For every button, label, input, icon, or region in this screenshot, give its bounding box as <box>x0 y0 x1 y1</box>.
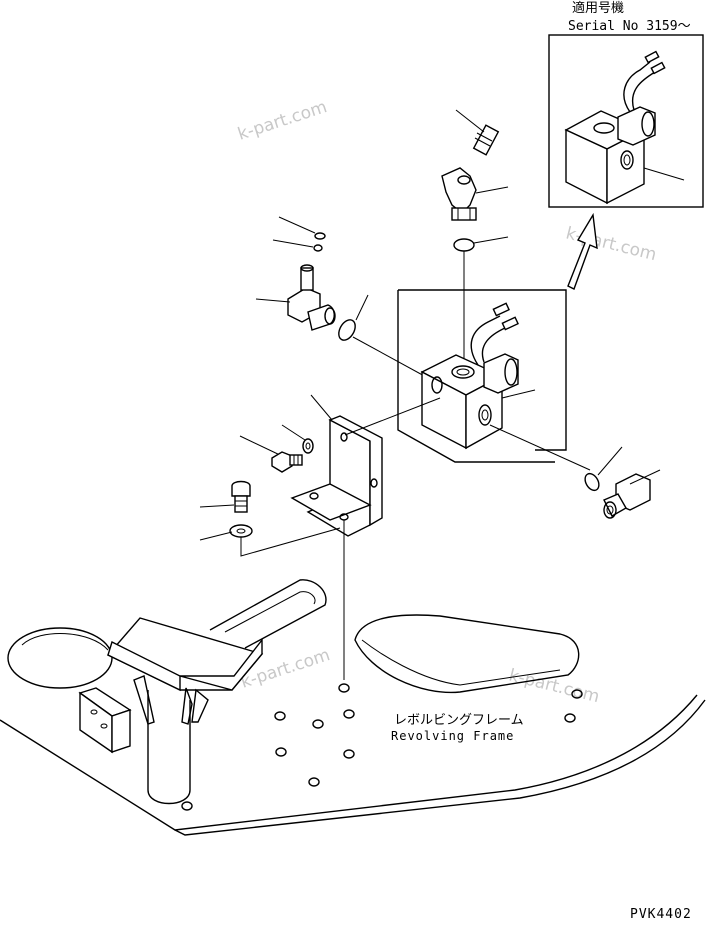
mounting-bracket <box>290 394 383 537</box>
group-frame-lower <box>397 290 555 463</box>
reference-arrow <box>567 212 598 290</box>
bolt-lower <box>199 480 253 541</box>
inset-box <box>548 34 704 208</box>
drawing-code: PVK4402 <box>630 907 692 921</box>
elbow-fitting-left <box>255 216 336 331</box>
serial-number-label: Serial No 3159～ <box>568 19 691 34</box>
revolving-frame <box>0 579 706 836</box>
applicable-model-label: 適用号機 <box>572 0 624 16</box>
o-ring-top <box>453 238 475 252</box>
bolt-upper <box>239 424 314 473</box>
watermark: k-part.com <box>235 97 329 145</box>
group-frame <box>398 289 567 451</box>
o-ring-right <box>584 472 600 492</box>
elbow-fitting-top <box>441 109 509 221</box>
o-ring-left <box>338 319 356 341</box>
revolving-frame-label-en: Revolving Frame <box>391 729 514 743</box>
watermark: k-part.com <box>507 665 602 707</box>
solenoid-valve-block <box>420 302 536 450</box>
inset-valve-block <box>564 50 685 205</box>
elbow-fitting-right <box>603 469 661 519</box>
revolving-frame-label-jp: レボルビングフレーム <box>394 713 524 728</box>
